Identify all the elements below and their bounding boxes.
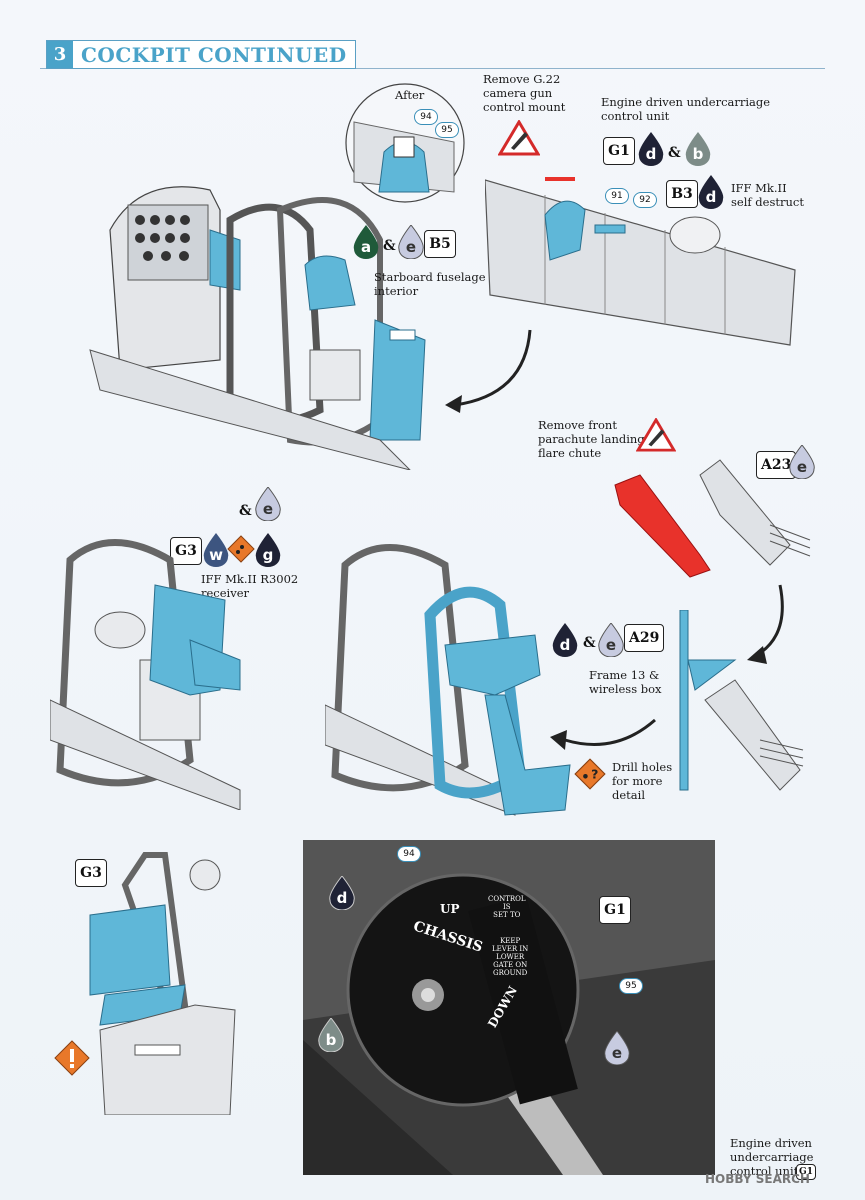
part-number-94: 94 xyxy=(414,109,438,125)
photo-caption: Engine driven undercarriage control unit xyxy=(730,1136,814,1178)
iff-receiver-illustration xyxy=(50,539,241,810)
bottom-assembly-illustration xyxy=(89,852,236,1115)
cut-warning-icon-2 xyxy=(636,418,676,452)
paint-drop-e3: e xyxy=(254,487,282,521)
part-number-91: 91 xyxy=(605,188,629,204)
paint-drop-g: g xyxy=(254,533,282,567)
paint-drop-b-photo: b xyxy=(317,1018,345,1052)
starboard-label: Starboard fuselage interior xyxy=(374,270,486,298)
paint-drop-d3: d xyxy=(551,623,579,657)
paint-drop-b: b xyxy=(684,132,712,166)
step-title: COCKPIT CONTINUED xyxy=(81,42,347,67)
drill-warning-icon-2: ? xyxy=(574,758,606,790)
watermark: HOBBY SEARCH xyxy=(705,1172,810,1186)
frame13-assembly-illustration xyxy=(325,544,571,816)
header-rule xyxy=(40,68,825,69)
part-box-g1-small: G1 xyxy=(796,1164,816,1180)
paint-drop-a: a xyxy=(352,225,380,259)
after-label: After xyxy=(395,88,425,102)
photo-text-keep: KEEP LEVER IN LOWER GATE ON GROUND xyxy=(492,937,529,977)
part-box-b3: B3 xyxy=(666,180,698,208)
reference-photo xyxy=(303,840,715,1175)
drill-label: Drill holes for more detail xyxy=(612,760,673,802)
remove-flare-label: Remove front parachute landing flare chu… xyxy=(538,418,645,460)
photo-text-up: UP xyxy=(440,902,460,916)
engine-unit-label: Engine driven undercarriage control unit xyxy=(601,95,771,123)
step-number: 3 xyxy=(47,41,73,68)
part-box-g3-bottom: G3 xyxy=(75,859,107,887)
paint-drop-d: d xyxy=(637,132,665,166)
cut-warning-icon xyxy=(498,120,540,156)
caution-icon xyxy=(54,1040,90,1076)
iff-receiver-label: IFF Mk.II R3002 receiver xyxy=(201,572,299,600)
paint-drop-d-photo: d xyxy=(328,876,356,910)
paint-drop-e-photo: e xyxy=(603,1031,631,1065)
part-number-92: 92 xyxy=(633,192,657,208)
flow-arrow-3 xyxy=(550,718,656,750)
part-box-a29: A29 xyxy=(624,624,665,652)
flow-arrow-2 xyxy=(747,584,784,664)
flow-arrow-1 xyxy=(445,329,532,413)
paint-drop-e2: e xyxy=(788,445,816,479)
photo-text-control: CONTROL IS SET TO xyxy=(488,895,526,919)
paint-drop-w: w xyxy=(202,533,230,567)
reference-photo-image xyxy=(303,840,715,1175)
amp-4: & xyxy=(583,635,596,651)
paint-drop-e: e xyxy=(397,225,425,259)
amp-2: & xyxy=(383,238,396,254)
iff-self-destruct-label: IFF Mk.II self destruct xyxy=(731,181,804,209)
part-number-95-photo: 95 xyxy=(619,978,643,994)
cockpit-assembly-illustration xyxy=(89,186,426,470)
remove-g22-label: Remove G.22 camera gun control mount xyxy=(483,72,566,114)
frame13-label: Frame 13 & wireless box xyxy=(589,668,662,696)
starboard-panel-illustration xyxy=(485,177,796,346)
part-box-g1-photo: G1 xyxy=(599,896,631,924)
paint-drop-e4: e xyxy=(597,623,625,657)
svg-text:?: ? xyxy=(591,767,598,782)
frame13-part-illustration xyxy=(679,610,804,791)
part-number-94-photo: 94 xyxy=(397,846,421,862)
flare-chute-illustration xyxy=(614,459,811,578)
paint-drop-d2: d xyxy=(697,175,725,209)
amp-3: & xyxy=(239,503,252,519)
part-box-g1: G1 xyxy=(603,137,635,165)
step-header: 3 COCKPIT CONTINUED xyxy=(46,40,356,69)
part-box-b5: B5 xyxy=(424,230,456,258)
drill-warning-icon xyxy=(227,535,255,563)
part-box-g3: G3 xyxy=(170,537,202,565)
part-number-95: 95 xyxy=(435,122,459,138)
amp-1: & xyxy=(668,145,681,161)
